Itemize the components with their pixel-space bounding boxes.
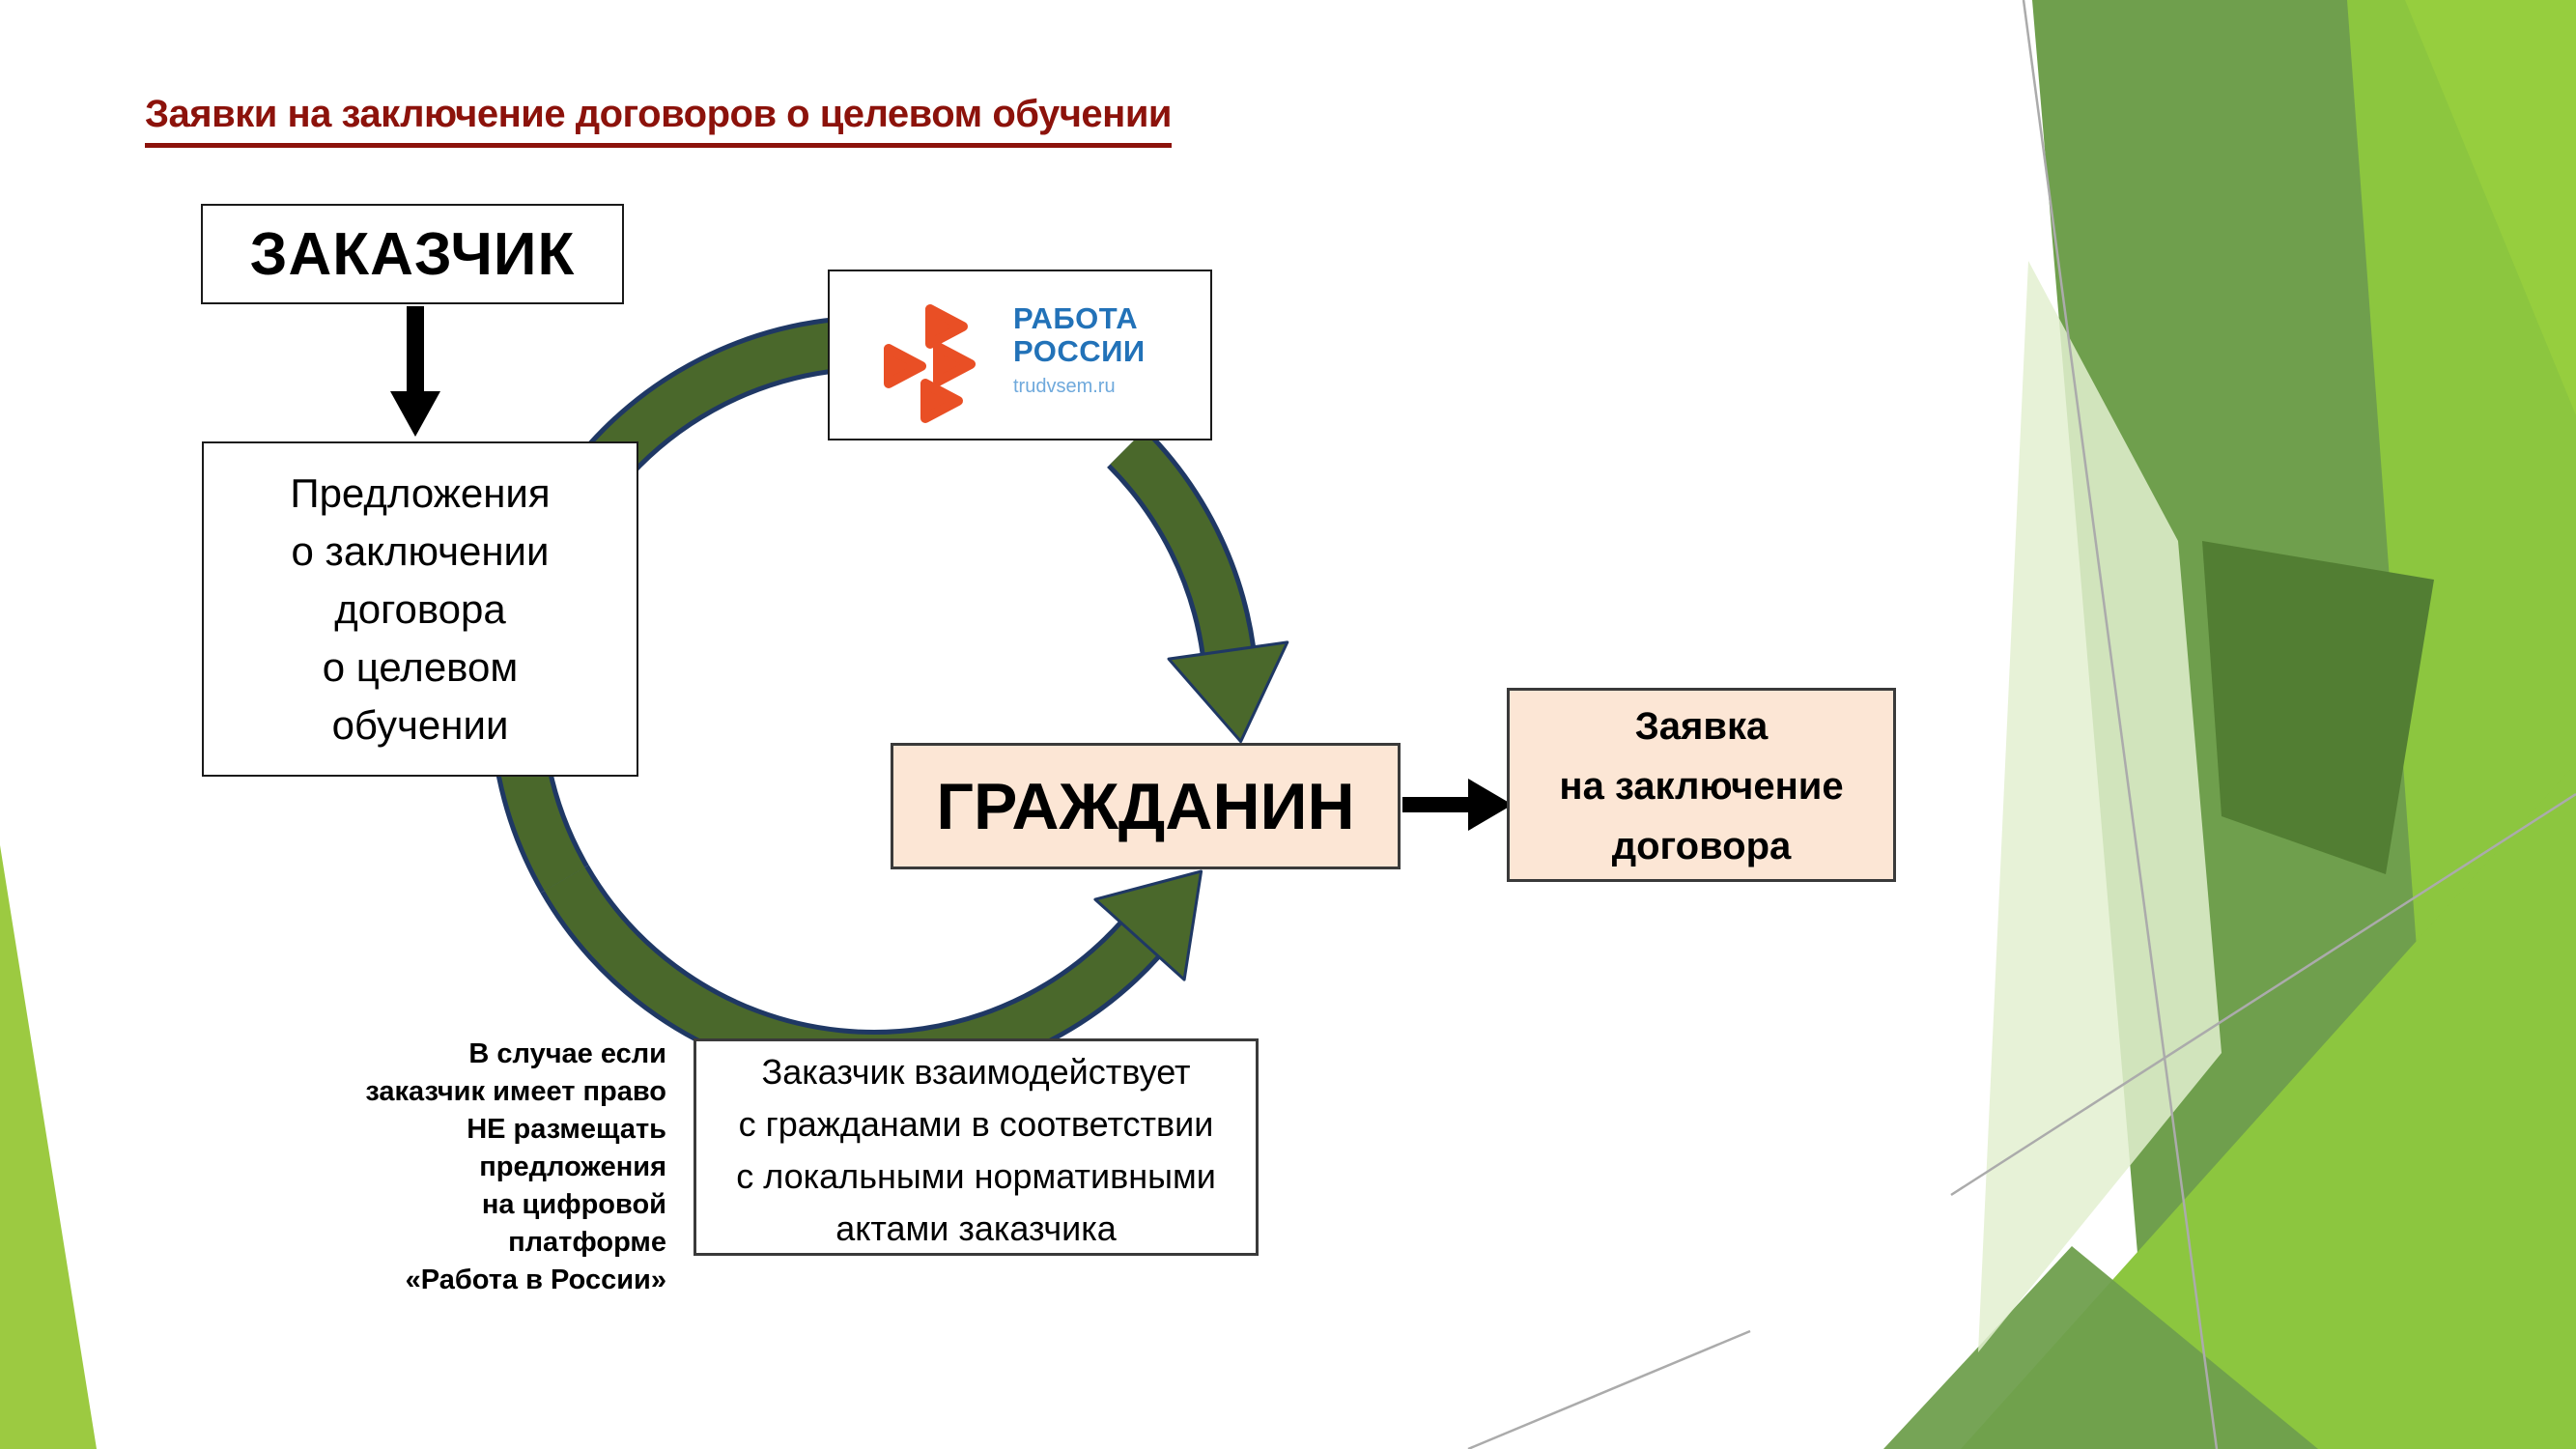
cycle-arc-right (1110, 431, 1252, 655)
application-line: Заявка (1634, 705, 1769, 748)
application-line: на заключение (1559, 765, 1844, 808)
side-note-line: В случае если (468, 1038, 666, 1069)
facet-decoration-bottom-left (0, 845, 97, 1449)
decor-line-1 (2022, 0, 2219, 1449)
interaction-box: Заказчик взаимодействует с гражданами в … (694, 1038, 1259, 1256)
side-note-line: заказчик имеет право (365, 1076, 666, 1107)
interaction-line: с локальными нормативными (736, 1156, 1216, 1196)
cycle-arrowhead-up-icon (1093, 869, 1203, 981)
right-arrow-icon (1468, 779, 1513, 831)
work-russia-logo: РАБОТА РОССИИ trudvsem.ru (830, 271, 1210, 439)
citizen-label: ГРАЖДАНИН (936, 769, 1355, 843)
interaction-line: актами заказчика (835, 1208, 1117, 1248)
logo-line-1: РАБОТА (1013, 301, 1139, 335)
side-note-line: НЕ размещать (467, 1114, 666, 1145)
customer-label: ЗАКАЗЧИК (249, 220, 576, 288)
offer-line: договора (334, 586, 506, 632)
down-arrow-shaft (407, 306, 424, 395)
side-note-line: «Работа в России» (405, 1264, 666, 1295)
work-russia-logo-box: РАБОТА РОССИИ trudvsem.ru (828, 270, 1212, 440)
application-line: договора (1611, 825, 1792, 867)
facet-decoration-right (1467, 0, 2576, 1449)
interaction-line: с гражданами в соответствии (738, 1104, 1214, 1144)
decor-line-2 (1950, 792, 2576, 1197)
offer-line: Предложения (290, 470, 551, 516)
side-note: В случае если заказчик имеет право НЕ ра… (290, 1036, 666, 1299)
right-arrow-shaft (1402, 797, 1470, 812)
page-title: Заявки на заключение договоров о целевом… (145, 93, 1173, 148)
citizen-box: ГРАЖДАНИН (891, 743, 1401, 869)
decor-line-3 (1467, 1329, 1751, 1449)
work-russia-logo-text: РАБОТА РОССИИ trudvsem.ru (1013, 302, 1146, 398)
interaction-line: Заказчик взаимодействует (761, 1052, 1191, 1092)
side-note-line: предложения (479, 1151, 666, 1182)
connector-arrows (390, 306, 1513, 831)
side-note-line: платформе (508, 1227, 666, 1258)
cycle-arrowhead-down-icon (1167, 640, 1289, 744)
logo-url: trudvsem.ru (1013, 376, 1116, 397)
application-box: Заявка на заключение договора (1507, 688, 1896, 882)
offer-box: Предложения о заключении договора о целе… (202, 441, 638, 777)
side-note-line: на цифровой (481, 1189, 666, 1220)
offer-line: обучении (331, 702, 509, 748)
work-russia-pinwheel-icon (884, 304, 976, 423)
logo-line-2: РОССИИ (1013, 334, 1146, 368)
down-arrow-icon (390, 391, 440, 437)
offer-line: о заключении (291, 528, 550, 574)
customer-box: ЗАКАЗЧИК (201, 204, 624, 304)
offer-line: о целевом (322, 644, 519, 690)
